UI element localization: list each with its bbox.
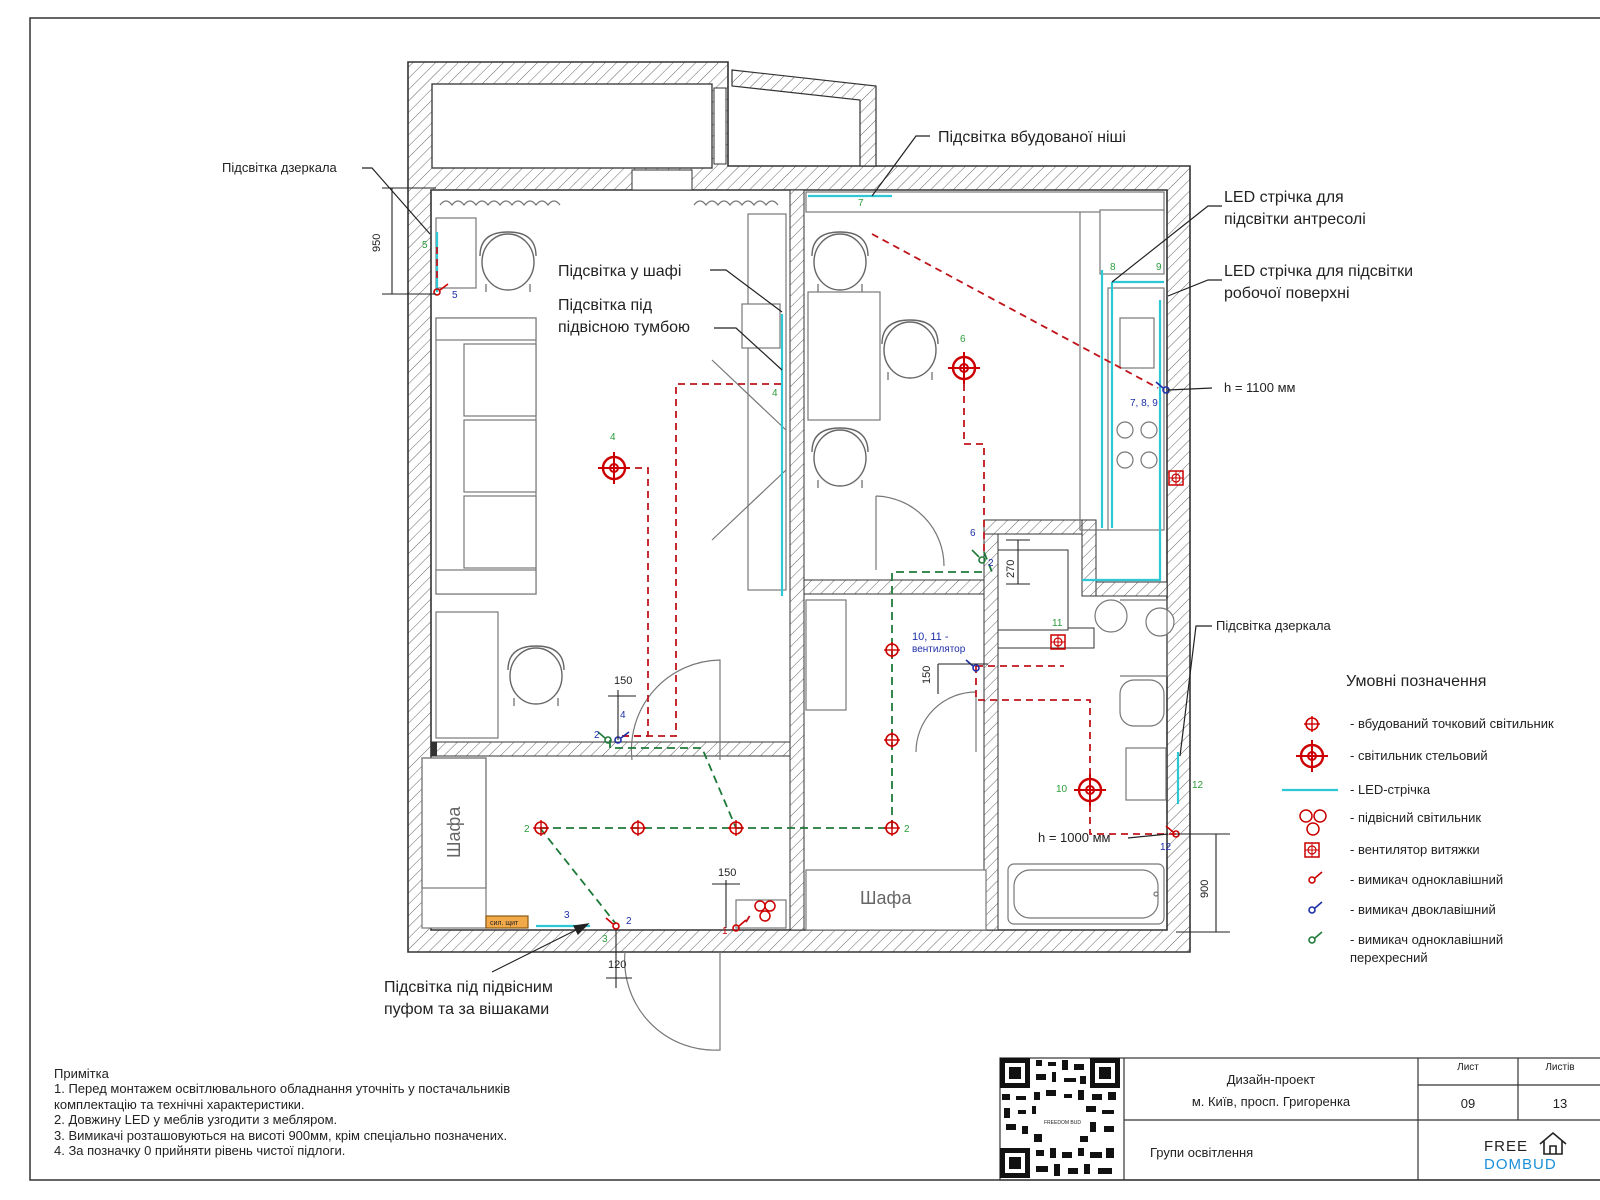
callout-pouf-2: пуфом та за вішаками [384, 1001, 549, 1018]
callout-mezzanine-2: підсвітки антресолі [1224, 211, 1366, 228]
qr-brand: FREEDOM BUD [1044, 1120, 1081, 1126]
legend-item: - вимикач двоклавішний [1350, 902, 1496, 917]
legend-item: - вимикач одноклавішний [1350, 872, 1503, 887]
title-sheets-label: Листів [1545, 1062, 1575, 1073]
group-3: 3 [564, 910, 570, 921]
group-2: 2 [524, 824, 530, 835]
callout-height-kitchen: h = 1100 мм [1224, 380, 1296, 395]
dim-270: 270 [1005, 560, 1017, 578]
group-5: 5 [422, 240, 428, 251]
group-12: 12 [1160, 842, 1172, 853]
brand-house-icon [1539, 1131, 1567, 1155]
group-6: 6 [960, 334, 966, 345]
dim-120: 120 [608, 959, 626, 971]
room-wardrobe-hall: Шафа [444, 806, 464, 858]
ceiling-lights [596, 350, 1330, 808]
notes-line: комплектацію та технічні характеристики. [54, 1096, 305, 1112]
dimension-lines [382, 187, 1230, 988]
callout-pouf-1: Підсвітка під підвісним [384, 979, 553, 996]
dim-150-corridor: 150 [921, 666, 933, 684]
notes-block: Примітка 1. Перед монтажем освітлювально… [54, 1066, 614, 1158]
legend-item: перехресний [1350, 950, 1428, 965]
qr-code [1000, 1058, 1120, 1178]
title-address: м. Київ, просп. Григоренка [1191, 1094, 1351, 1109]
led-strips [435, 194, 1180, 928]
legend-item: - вбудований точковий світильник [1350, 716, 1554, 731]
furniture [421, 191, 1175, 1051]
group-6: 6 [970, 528, 976, 539]
callout-nightstand-2: підвісною тумбою [558, 319, 690, 336]
brand-logo-bottom: DOMBUD [1484, 1156, 1557, 1173]
panel-label: сил. щит [490, 920, 519, 927]
notes-line: 2. Довжину LED у меблів узгодити з мебля… [54, 1112, 338, 1128]
walls [407, 61, 1191, 953]
callout-wardrobe: Підсвітка у шафі [558, 263, 681, 280]
group-2: 2 [988, 558, 994, 569]
group-10: 10 [1056, 784, 1068, 795]
group-11: 11 [1052, 618, 1063, 629]
callout-worktop-2: робочої поверхні [1224, 285, 1350, 302]
notes-title: Примітка [54, 1066, 109, 1081]
title-sheets-total: 13 [1552, 1096, 1568, 1111]
group-4: 4 [620, 710, 626, 721]
callout-fan-2: вентилятор [912, 644, 966, 655]
group-8: 8 [1110, 262, 1116, 273]
group-12: 12 [1192, 780, 1204, 791]
legend-item: - підвісний світильник [1350, 810, 1481, 825]
room-labels: Шафа Шафа сил. щит [444, 806, 912, 927]
callout-kitchen-switch-ids: 7, 8, 9 [1130, 398, 1158, 409]
wiring-green [539, 551, 993, 925]
dim-150-hall: 150 [718, 867, 736, 879]
callout-nightstand-1: Підсвітка під [558, 297, 653, 314]
legend: Умовні позначення - вбудований точковий … [1282, 673, 1554, 965]
group-5: 5 [452, 290, 458, 301]
dim-900: 900 [1199, 880, 1211, 898]
legend-title: Умовні позначення [1346, 673, 1486, 690]
legend-item: - LED-стрічка [1350, 782, 1431, 797]
group-7: 7 [858, 198, 864, 209]
dimension-values: 950 270 150 150 150 120 900 [371, 234, 1211, 971]
callout-mirror-left: Підсвітка дзеркала [222, 160, 338, 175]
title-project: Дизайн-проект [1226, 1072, 1316, 1087]
callout-niche: Підсвітка вбудованої ніші [938, 129, 1126, 146]
wiring-red [436, 233, 1176, 923]
title-sheet-number: 09 [1460, 1096, 1476, 1111]
group-2: 2 [904, 824, 910, 835]
group-2: 2 [626, 916, 632, 927]
group-9: 9 [1156, 262, 1162, 273]
pendant-lights [754, 809, 1327, 922]
title-sheet-title: Групи освітлення [1150, 1145, 1254, 1160]
brand-logo-top: FREE [1484, 1138, 1529, 1155]
callout-fan-1: 10, 11 - [912, 631, 949, 643]
notes-line: 3. Вимикачі розташовуються на висоті 900… [54, 1127, 508, 1143]
callout-mirror-right: Підсвітка дзеркала [1216, 618, 1332, 633]
dim-950: 950 [371, 234, 383, 252]
legend-item: - світильник стельовий [1350, 748, 1488, 763]
callout-texts: Підсвітка дзеркала Підсвітка вбудованої … [222, 129, 1413, 1018]
group-3: 3 [602, 934, 608, 945]
group-numbers: 2 2 2 2 3 3 4 4 4 5 5 6 6 7 8 9 10 11 12… [422, 198, 1204, 945]
notes-line: 1. Перед монтажем освітлювального обладн… [54, 1081, 511, 1097]
callout-leaders [362, 135, 1222, 973]
switches [433, 283, 1323, 944]
dim-150-bedroom: 150 [614, 675, 632, 687]
callout-mezzanine-1: LED стрічка для [1224, 189, 1344, 206]
group-4: 4 [772, 388, 778, 399]
group-4: 4 [610, 432, 616, 443]
group-2: 2 [594, 730, 600, 741]
group-1: 1 [722, 926, 728, 937]
legend-item: - вимикач одноклавішний [1350, 932, 1503, 947]
title-sheet-label: Лист [1457, 1062, 1479, 1073]
room-wardrobe-corridor: Шафа [860, 888, 912, 908]
callout-height-bath: h = 1000 мм [1038, 830, 1111, 845]
legend-item: - вентилятор витяжки [1350, 842, 1480, 857]
notes-line: 4. За позначку 0 прийняти рівень чистої … [54, 1143, 346, 1159]
callout-worktop-1: LED стрічка для підсвітки [1224, 263, 1413, 280]
title-block-frame [999, 1057, 1600, 1181]
